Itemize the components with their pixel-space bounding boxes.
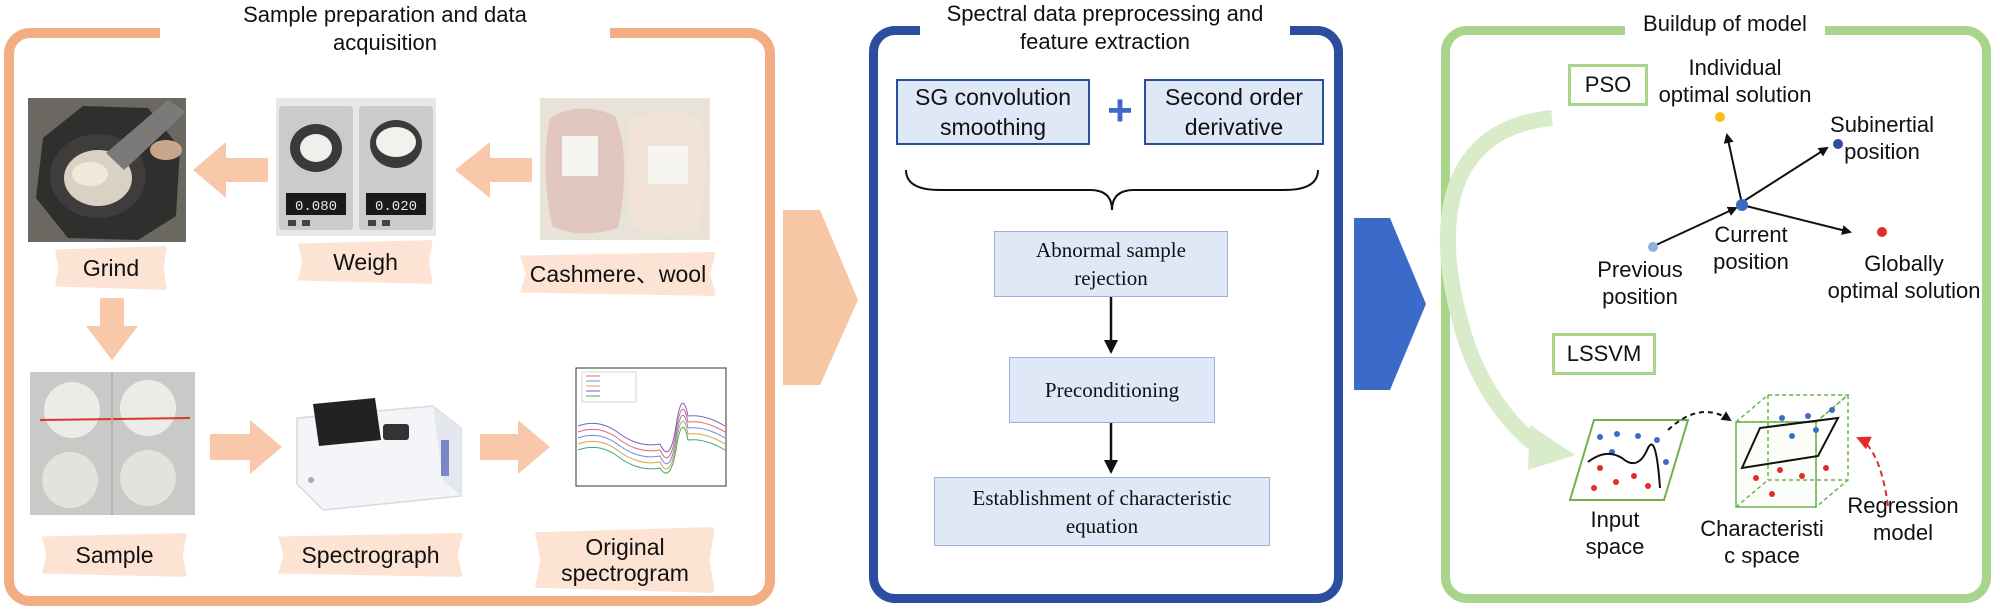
lssvm-box: LSSVM [1552, 333, 1656, 375]
step3-line1: Establishment of characteristic [972, 485, 1232, 510]
panel1-title-line2: acquisition [333, 30, 437, 55]
characteristic-space-label: Characteristi c space [1692, 515, 1832, 569]
previous-line2: position [1602, 284, 1678, 309]
weigh-label: Weigh [298, 240, 433, 284]
balance-reading-2: 0.020 [375, 199, 417, 215]
current-line2: position [1713, 249, 1789, 274]
step1-line2: rejection [1074, 266, 1148, 290]
vector-current-to-individual [1723, 133, 1743, 205]
subinertial-position-dot [1833, 139, 1843, 149]
panel2-title: Spectral data preprocessing and feature … [920, 0, 1290, 56]
original-spectrogram-line1: Original [585, 534, 665, 560]
individual-optimal-dot [1715, 112, 1725, 122]
big-arrow-panel1-to-panel2 [783, 210, 858, 385]
panel1-title-line1: Sample preparation and data [243, 2, 527, 27]
globally-line2: optimal solution [1827, 278, 1981, 303]
step1-line1: Abnormal sample [1036, 238, 1186, 262]
arrow-spectrograph-to-spectrogram [480, 420, 550, 474]
globally-optimal-dot [1877, 227, 1887, 237]
globally-line1: Globally [1864, 251, 1944, 276]
mapping-arrow [1667, 411, 1732, 431]
input-space-boundary [1587, 443, 1661, 489]
pso-box: PSO [1568, 64, 1648, 106]
subinertial-position-label: Subinertial position [1812, 111, 1952, 165]
original-spectrogram-photo [560, 362, 730, 505]
input-space-plane [1568, 419, 1690, 501]
arrow-wool-to-weigh [455, 142, 532, 198]
input-line1: Input [1590, 507, 1640, 532]
plus-sign: + [1107, 86, 1133, 135]
current-line1: Current [1714, 222, 1788, 247]
original-spectrogram-label: Original spectrogram [535, 527, 715, 593]
individual-line2: optimal solution [1658, 82, 1812, 107]
current-position-dot [1736, 199, 1748, 211]
previous-line1: Previous [1597, 257, 1683, 282]
individual-optimal-label: Individual optimal solution [1640, 54, 1830, 108]
globally-optimal-label: Globally optimal solution [1815, 250, 1993, 304]
vector-previous-to-current [1655, 206, 1738, 246]
sg-smoothing-line1: SG convolution [915, 84, 1071, 110]
panel1-title: Sample preparation and data acquisition [160, 1, 610, 57]
previous-position-label: Previous position [1580, 256, 1700, 310]
grind-label: Grind [55, 246, 167, 290]
subinertial-line2: position [1844, 139, 1920, 164]
arrow-grind-to-sample [86, 298, 138, 360]
second-order-line2: derivative [1184, 114, 1284, 140]
regression-line2: model [1873, 520, 1933, 545]
characteristic-line1: Characteristi [1700, 516, 1824, 541]
original-spectrogram-line2: spectrogram [561, 560, 689, 586]
cashmere-wool-label: Cashmere、wool [520, 252, 716, 296]
input-space-label: Input space [1570, 506, 1660, 560]
sg-smoothing-box: SG convolution smoothing [896, 79, 1090, 145]
curly-brace [905, 169, 1319, 211]
regression-model-arrow [1856, 436, 1889, 507]
big-arrow-panel2-to-panel3 [1354, 218, 1426, 390]
sg-smoothing-line2: smoothing [939, 114, 1047, 140]
vector-current-to-globally [1745, 205, 1852, 235]
cashmere-wool-photo [540, 98, 710, 240]
weigh-photo: 0.080 0.020 [276, 98, 436, 236]
subinertial-line1: Subinertial [1830, 112, 1934, 137]
second-order-line1: Second order [1164, 84, 1304, 110]
characteristic-line2: c space [1724, 543, 1800, 568]
panel2-title-line1: Spectral data preprocessing and [946, 1, 1264, 26]
previous-position-dot [1648, 242, 1658, 252]
regression-line1: Regression [1847, 493, 1959, 518]
characteristic-equation-box: Establishment of characteristic equation [934, 477, 1270, 546]
balance-reading-1: 0.080 [295, 199, 337, 215]
vector-current-to-subinertial [1743, 146, 1829, 202]
characteristic-space-cube [1733, 393, 1851, 509]
arrow-weigh-to-grind [193, 142, 268, 198]
spectrograph-label: Spectrograph [278, 533, 463, 577]
step3-line2: equation [1065, 513, 1139, 538]
green-curved-arrow [1439, 110, 1553, 459]
individual-line1: Individual [1688, 55, 1782, 80]
spectrograph-photo [283, 388, 465, 516]
abnormal-sample-rejection-box: Abnormal sample rejection [994, 231, 1228, 297]
second-order-derivative-box: Second order derivative [1144, 79, 1324, 145]
arrow-sample-to-spectrograph [210, 420, 282, 474]
preconditioning-box: Preconditioning [1009, 357, 1215, 423]
current-position-label: Current position [1696, 221, 1806, 275]
regression-hyperplane [1740, 416, 1840, 470]
sample-photo [30, 372, 195, 515]
green-curved-arrowhead [1528, 425, 1575, 470]
regression-model-label: Regression model [1838, 492, 1968, 546]
panel3-title: Buildup of model [1625, 10, 1825, 38]
sample-label: Sample [42, 533, 187, 577]
grind-photo [28, 98, 186, 242]
model-buildup-panel [1441, 26, 1991, 603]
panel2-title-line2: feature extraction [1020, 29, 1190, 54]
input-line2: space [1585, 534, 1645, 559]
